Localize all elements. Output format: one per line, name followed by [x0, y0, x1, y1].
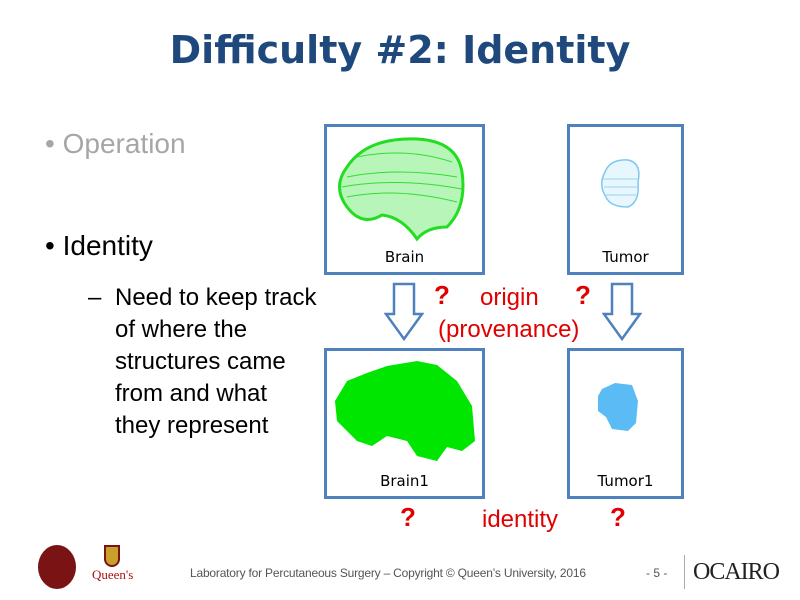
question-mark-icon: ? [434, 280, 450, 310]
tumor-box: Tumor [567, 124, 684, 275]
tumor-segmentation-image [598, 383, 638, 431]
bullet-label: Identity [62, 230, 153, 261]
queens-logo-text: Queen's [92, 567, 134, 582]
queens-logo: Queen's [92, 545, 134, 593]
down-arrow-left-icon [384, 282, 424, 342]
sub-bullet-text: Need to keep track of where the structur… [115, 284, 317, 439]
brain-segmentation-image [335, 361, 475, 461]
perk-logo [38, 545, 76, 589]
origin-label: origin [480, 284, 539, 311]
brain-mesh-image [338, 137, 465, 242]
question-mark-icon: ? [575, 280, 591, 310]
question-mark-icon: ? [400, 502, 416, 532]
provenance-label: (provenance) [438, 316, 580, 343]
bullet-operation: • Operation [45, 128, 186, 159]
sub-bullet: –Need to keep track of where the structu… [88, 282, 318, 442]
bullet-identity: • Identity [45, 230, 153, 261]
ocairo-logo: OCAIRO [684, 555, 796, 589]
footer-copyright: Laboratory for Percutaneous Surgery – Co… [190, 566, 586, 580]
brain1-box: Brain1 [324, 348, 485, 499]
tumor-label: Tumor [602, 248, 649, 266]
brain-box: Brain [324, 124, 485, 275]
identity-label: identity [482, 506, 559, 533]
page-number: - 5 - [646, 566, 668, 580]
slide-title: Difficulty #2: Identity [169, 28, 631, 72]
brain-label: Brain [384, 248, 425, 266]
question-mark-icon: ? [610, 502, 626, 532]
tumor-mesh-image [601, 159, 640, 208]
tumor1-box: Tumor1 [567, 348, 684, 499]
bullet-label: Operation [62, 128, 186, 159]
brain1-label: Brain1 [380, 472, 429, 490]
tumor1-label: Tumor1 [597, 472, 654, 490]
down-arrow-right-icon [602, 282, 642, 342]
